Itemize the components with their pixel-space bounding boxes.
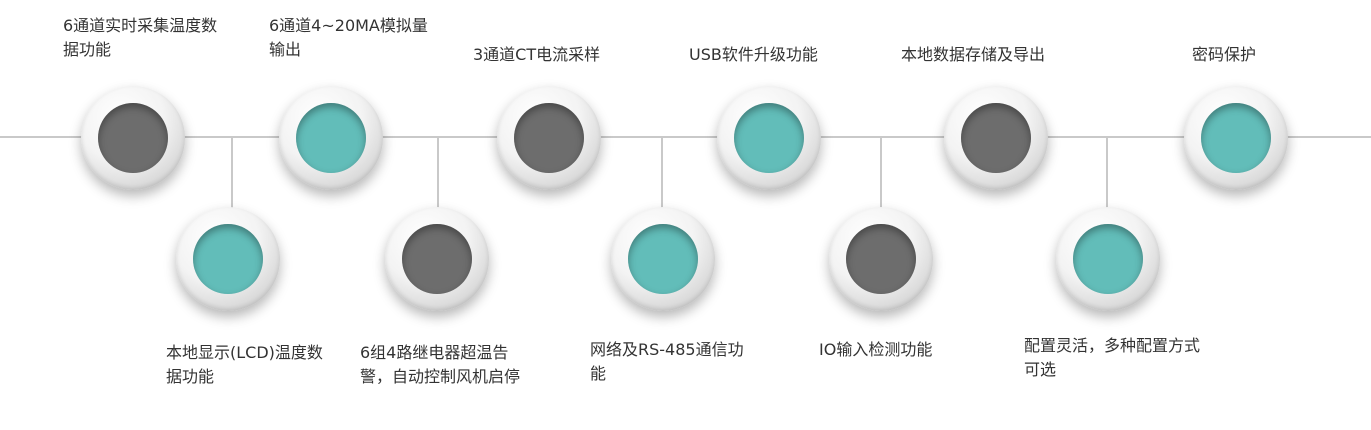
bottom-node-3-label: 网络及RS-485通信功能 xyxy=(590,340,744,383)
top-node-5-disc xyxy=(944,86,1048,190)
bottom-node-3-stem xyxy=(661,137,663,209)
bottom-node-2-stem xyxy=(437,137,439,209)
bottom-node-4-label: IO输入检测功能 xyxy=(819,340,933,359)
top-node-4-disc xyxy=(717,86,821,190)
bottom-node-4-disc xyxy=(829,207,933,311)
top-node-6-label: 密码保护 xyxy=(1192,45,1257,64)
timeline-axis xyxy=(0,136,1371,138)
bottom-node-1-stem xyxy=(231,137,233,209)
top-node-1-core xyxy=(98,103,168,173)
top-node-3-label: 3通道CT电流采样 xyxy=(473,45,601,64)
bottom-node-5-label: 配置灵活，多种配置方式可选 xyxy=(1024,336,1201,379)
bottom-node-4-core xyxy=(846,224,916,294)
top-node-4-core xyxy=(734,103,804,173)
top-node-3-core xyxy=(514,103,584,173)
bottom-node-1-disc xyxy=(176,207,280,311)
bottom-node-3-disc xyxy=(611,207,715,311)
top-node-6-core xyxy=(1201,103,1271,173)
bottom-node-5-stem xyxy=(1106,137,1108,209)
bottom-node-5-disc xyxy=(1056,207,1160,311)
bottom-node-2-disc xyxy=(385,207,489,311)
top-node-2-disc xyxy=(279,86,383,190)
bottom-node-2-label: 6组4路继电器超温告警，自动控制风机启停 xyxy=(360,343,521,386)
bottom-node-4-stem xyxy=(880,137,882,209)
top-node-5-label: 本地数据存储及导出 xyxy=(901,45,1046,64)
top-node-4-label: USB软件升级功能 xyxy=(689,45,818,64)
top-node-3-disc xyxy=(497,86,601,190)
bottom-node-2-core xyxy=(402,224,472,294)
top-node-2-label: 6通道4~20MA模拟量输出 xyxy=(269,16,428,59)
top-node-1-label: 6通道实时采集温度数据功能 xyxy=(63,16,218,59)
bottom-node-1-core xyxy=(193,224,263,294)
top-node-5-core xyxy=(961,103,1031,173)
top-node-6-disc xyxy=(1184,86,1288,190)
bottom-node-1-label: 本地显示(LCD)温度数据功能 xyxy=(166,343,323,386)
top-node-2-core xyxy=(296,103,366,173)
bottom-node-3-core xyxy=(628,224,698,294)
bottom-node-5-core xyxy=(1073,224,1143,294)
top-node-1-disc xyxy=(81,86,185,190)
